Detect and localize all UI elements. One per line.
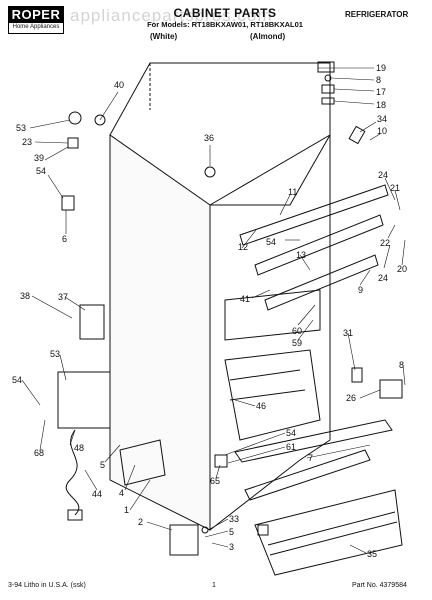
models-line: For Models: RT18BKXAW01, RT18BKXAL01 xyxy=(147,20,303,29)
callout-19: 19 xyxy=(376,63,386,73)
callout-46: 46 xyxy=(256,401,266,411)
callout-41: 41 xyxy=(240,294,250,304)
callout-34: 34 xyxy=(377,114,387,124)
cabinet-plug xyxy=(204,166,216,178)
electrical-cover xyxy=(57,371,111,429)
footer-part-number: Part No. 4379584 xyxy=(352,582,407,589)
callout-21: 21 xyxy=(390,183,400,193)
hinge-pin xyxy=(321,97,335,105)
leg-support xyxy=(214,454,228,468)
callout-54-d: 54 xyxy=(286,428,296,438)
crisper-area xyxy=(224,289,321,341)
callout-60: 60 xyxy=(292,326,302,336)
callout-53-b: 53 xyxy=(50,349,60,359)
callout-54-b: 54 xyxy=(266,237,276,247)
callout-10: 10 xyxy=(377,126,387,136)
cord-plug xyxy=(67,509,83,521)
power-cord xyxy=(65,429,80,516)
brand-tagline: Home Appliances xyxy=(12,24,60,30)
base-frame xyxy=(119,439,166,486)
callout-68: 68 xyxy=(34,448,44,458)
leader-lines xyxy=(21,67,406,554)
control-housing xyxy=(67,137,79,149)
footer-page-number: 1 xyxy=(212,582,216,589)
callout-38: 38 xyxy=(20,291,30,301)
callout-31: 31 xyxy=(343,328,353,338)
thermostat-bezel xyxy=(94,114,106,126)
callout-65: 65 xyxy=(210,476,220,486)
callout-2: 2 xyxy=(138,517,143,527)
callout-40: 40 xyxy=(114,80,124,90)
callout-5-b: 5 xyxy=(229,527,234,537)
shelf-rail-lower xyxy=(264,254,379,311)
hinge-bracket xyxy=(321,84,335,94)
callout-17: 17 xyxy=(376,87,386,97)
callout-59: 59 xyxy=(292,338,302,348)
toe-grille-rail xyxy=(234,419,393,463)
callout-8: 8 xyxy=(376,75,381,85)
footer-litho: 3-94 Litho in U.S.A. (ssk) xyxy=(8,582,86,589)
callout-4: 4 xyxy=(119,488,124,498)
callout-labels: 19 8 17 18 34 10 40 53 23 39 54 6 36 11 … xyxy=(12,63,407,559)
floor-rib-2 xyxy=(229,389,306,401)
relay-box xyxy=(79,304,105,340)
callout-12: 12 xyxy=(238,242,248,252)
callout-33: 33 xyxy=(229,514,239,524)
grille-slot xyxy=(267,511,396,546)
tube-fitting xyxy=(61,195,75,211)
base-grille xyxy=(254,489,403,576)
callout-23: 23 xyxy=(22,137,32,147)
caster xyxy=(257,524,269,536)
callout-20: 20 xyxy=(397,264,407,274)
callout-3: 3 xyxy=(229,542,234,552)
callout-18: 18 xyxy=(376,100,386,110)
page-title: CABINET PARTS xyxy=(173,6,277,20)
callout-54-c: 54 xyxy=(12,375,22,385)
variant-white: (White) xyxy=(150,32,178,41)
callout-9: 9 xyxy=(358,285,363,295)
callout-61: 61 xyxy=(286,442,296,452)
floor-rib xyxy=(229,369,301,381)
hinge-screw xyxy=(324,74,332,82)
callout-39: 39 xyxy=(34,153,44,163)
callout-36: 36 xyxy=(204,133,214,143)
door-stop xyxy=(348,125,366,145)
shelf-rail-mid xyxy=(254,214,384,276)
machine-compartment xyxy=(224,349,321,441)
trim-strip xyxy=(244,449,371,501)
callout-1: 1 xyxy=(124,505,129,515)
watermark: appliancepartspros.com xyxy=(70,6,273,25)
grille-slot-2 xyxy=(269,521,398,556)
category-label: REFRIGERATOR xyxy=(345,10,409,19)
variant-almond: (Almond) xyxy=(250,32,286,41)
leveling-bracket xyxy=(169,524,199,556)
callout-53: 53 xyxy=(16,123,26,133)
hinge-cap xyxy=(317,61,335,73)
bottom-hinge xyxy=(379,379,403,399)
callout-22: 22 xyxy=(380,238,390,248)
callout-35: 35 xyxy=(367,549,377,559)
callout-44: 44 xyxy=(92,489,102,499)
callout-37: 37 xyxy=(58,292,68,302)
thermostat-knob xyxy=(68,111,82,125)
callout-54-a: 54 xyxy=(36,166,46,176)
hinge-bottom-pin xyxy=(351,367,363,383)
callout-48: 48 xyxy=(74,443,84,453)
cabinet-shell xyxy=(57,61,403,576)
cabinet-left-side xyxy=(109,134,211,531)
callout-26: 26 xyxy=(346,393,356,403)
callout-5: 5 xyxy=(100,460,105,470)
shelf-rail-upper xyxy=(239,184,389,246)
callout-11: 11 xyxy=(288,187,297,197)
brand-logo: ROPER Home Appliances xyxy=(8,6,64,34)
callout-24-a: 24 xyxy=(378,170,388,180)
callout-24-b: 24 xyxy=(378,273,388,283)
callout-13: 13 xyxy=(296,250,306,260)
callout-6: 6 xyxy=(62,234,67,244)
callout-8-b: 8 xyxy=(399,360,404,370)
brand-name: ROPER xyxy=(9,7,63,23)
callout-7: 7 xyxy=(308,453,313,463)
cabinet-interior xyxy=(209,134,331,532)
